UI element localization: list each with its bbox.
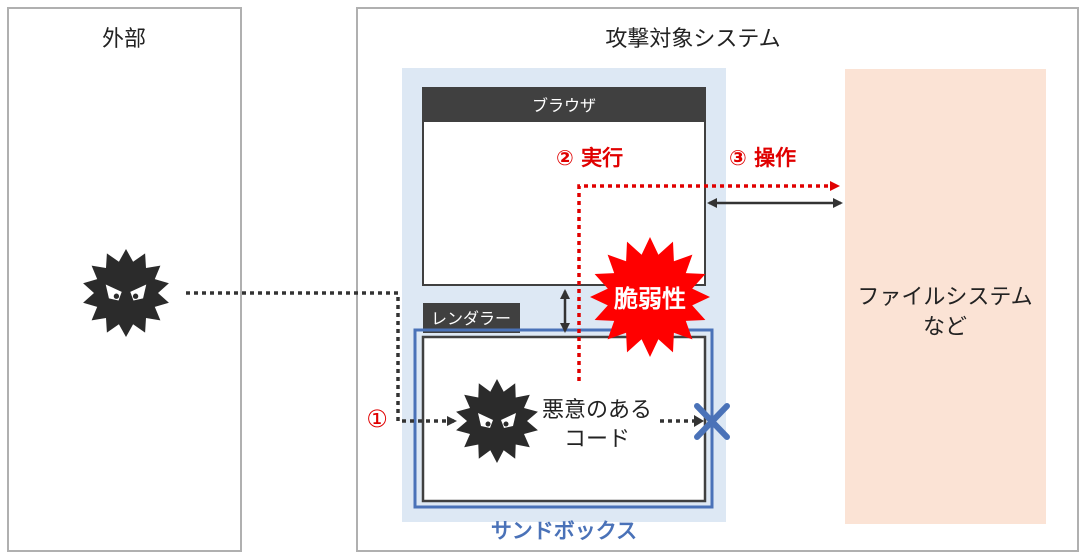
- malware-virus-icon: [456, 379, 538, 463]
- vulnerability-burst: 脆弱性: [590, 237, 710, 357]
- renderer-tab: レンダラー: [423, 303, 520, 333]
- filesystem-label-line1: ファイルシステム: [857, 285, 1032, 310]
- attack-path-dotted: [186, 291, 457, 426]
- malicious-code-line1: 悪意のある: [542, 398, 652, 423]
- step2-label: ② 実行: [556, 146, 623, 170]
- malicious-code-line2: コード: [564, 427, 630, 452]
- sandbox-label: サンドボックス: [491, 519, 637, 543]
- vulnerability-label: 脆弱性: [613, 285, 686, 313]
- external-title: 外部: [102, 27, 146, 52]
- renderer-title: レンダラー: [431, 309, 511, 328]
- attacker-virus-icon: [83, 249, 169, 337]
- filesystem-label-line2: など: [923, 315, 967, 340]
- exploit-path-red-dotted: [577, 181, 840, 381]
- filesystem-area: ファイルシステム など: [845, 69, 1046, 524]
- step1-label: ①: [366, 405, 388, 433]
- browser-titlebar: [423, 88, 705, 122]
- blocked-path-arrowhead: [694, 415, 704, 427]
- step3-label: ③ 操作: [729, 146, 796, 170]
- target-system-title: 攻撃対象システム: [605, 27, 780, 52]
- x-mark-icon: [694, 403, 730, 440]
- browser-title: ブラウザ: [532, 96, 596, 115]
